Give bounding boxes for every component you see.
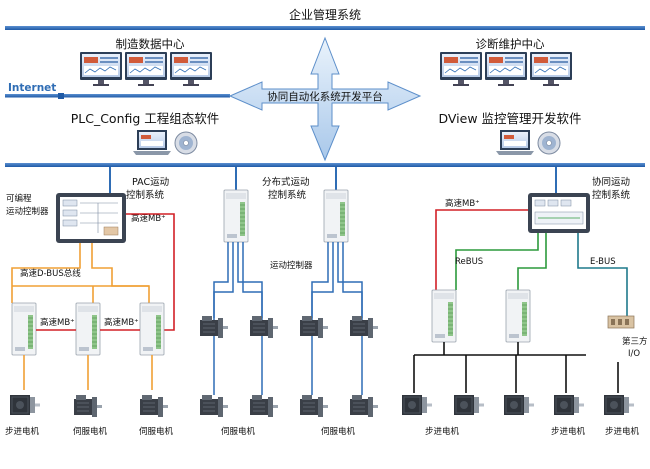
manufacturing-center-label: 制造数据中心	[116, 37, 185, 51]
bottom-label-servo-3: 伺服电机	[221, 426, 256, 437]
ebus-label: E-BUS	[590, 257, 616, 267]
diagnostic-monitors	[439, 51, 573, 87]
coop-module-2	[505, 289, 531, 343]
coop-motor-2	[453, 394, 485, 416]
bottom-label-stepper-3: 步进电机	[551, 426, 586, 437]
motion-controller-label: 运动控制器	[270, 260, 313, 271]
platform-arrow-icon	[228, 36, 422, 162]
rebus-line-1	[455, 233, 539, 290]
mb-label-2: 高速MB⁺	[104, 317, 139, 328]
pac-module-3	[139, 302, 165, 356]
dbus-orange-lines	[11, 243, 150, 303]
pac-motor-2	[73, 394, 103, 418]
bottom-label-stepper-2: 步进电机	[425, 426, 460, 437]
rebus-line-2	[517, 233, 547, 290]
coop-system-title-2: 控制系统	[592, 189, 631, 201]
coop-module-1	[431, 289, 457, 343]
io-label-2: I/O	[628, 349, 640, 359]
plc-config-disc-icon	[174, 131, 198, 155]
coop-red-link	[435, 209, 528, 290]
pac-system-title-2: 控制系统	[126, 189, 165, 201]
dist-motor-lower-3	[299, 394, 329, 418]
pac-controller-panel	[56, 193, 126, 243]
pac-motor-lines	[23, 355, 153, 390]
coop-motor-1	[401, 394, 433, 416]
control-bus	[5, 163, 645, 167]
enterprise-bus	[5, 26, 645, 30]
coop-motor-4	[553, 394, 585, 416]
coop-motor-lines	[413, 342, 619, 393]
pac-mb-label: 高速MB⁺	[131, 213, 166, 224]
diagnostic-center-label: 诊断维护中心	[476, 37, 545, 51]
bottom-label-servo-1: 伺服电机	[73, 426, 108, 437]
dist-motor-lower-1	[199, 394, 229, 418]
bottom-label-stepper-1: 步进电机	[5, 426, 40, 437]
internet-bus	[5, 94, 230, 98]
programmable-label-2: 运动控制器	[6, 206, 49, 217]
internet-label: Internet	[8, 82, 56, 94]
dist-motor-lower-4	[349, 394, 379, 418]
bottom-label-servo-2: 伺服电机	[139, 426, 174, 437]
coop-mb-label: 高速MB⁺	[445, 198, 480, 209]
manufacturing-monitors	[79, 51, 213, 87]
bottom-label-stepper-4: 步进电机	[605, 426, 640, 437]
coop-system-title-1: 协同运动	[592, 176, 630, 188]
pac-module-2	[75, 302, 101, 356]
dist-cables	[213, 242, 363, 395]
ebus-line	[577, 233, 628, 316]
dist-module-2	[323, 189, 349, 243]
pac-motor-1	[9, 394, 41, 416]
pac-system-title-1: PAC运动	[132, 177, 169, 188]
plc-config-label: PLC_Config 工程组态软件	[71, 111, 220, 126]
dview-disc-icon	[537, 131, 561, 155]
mb-label-1: 高速MB⁺	[40, 317, 75, 328]
dbus-label: 高速D-BUS总线	[20, 268, 81, 279]
programmable-label-1: 可编程	[6, 193, 32, 204]
dist-system-title-2: 控制系统	[268, 189, 307, 201]
dview-label: DView 监控管理开发软件	[438, 111, 581, 126]
dist-module-1	[223, 189, 249, 243]
third-party-io-icon	[607, 315, 635, 329]
plc-config-laptop-icon	[133, 130, 171, 155]
enterprise-title: 企业管理系统	[289, 7, 361, 22]
dist-motor-upper-3	[299, 315, 329, 339]
io-label-1: 第三方	[622, 336, 648, 347]
coop-motor-5	[603, 394, 635, 416]
pac-module-1	[11, 302, 37, 356]
dist-motor-upper-2	[249, 315, 279, 339]
dist-motor-upper-4	[349, 315, 379, 339]
coop-motor-3	[503, 394, 535, 416]
dist-system-title-1: 分布式运动	[262, 176, 310, 188]
dview-laptop-icon	[496, 130, 534, 155]
pac-red-link	[126, 213, 175, 331]
rebus-label: ReBUS	[455, 257, 483, 267]
internet-port-icon	[58, 93, 64, 99]
pac-motor-3	[139, 394, 169, 418]
dist-motor-lower-2	[249, 394, 279, 418]
bottom-label-servo-4: 伺服电机	[321, 426, 356, 437]
coop-controller-panel	[528, 193, 590, 233]
platform-label: 协同自动化系统开发平台	[267, 90, 383, 103]
